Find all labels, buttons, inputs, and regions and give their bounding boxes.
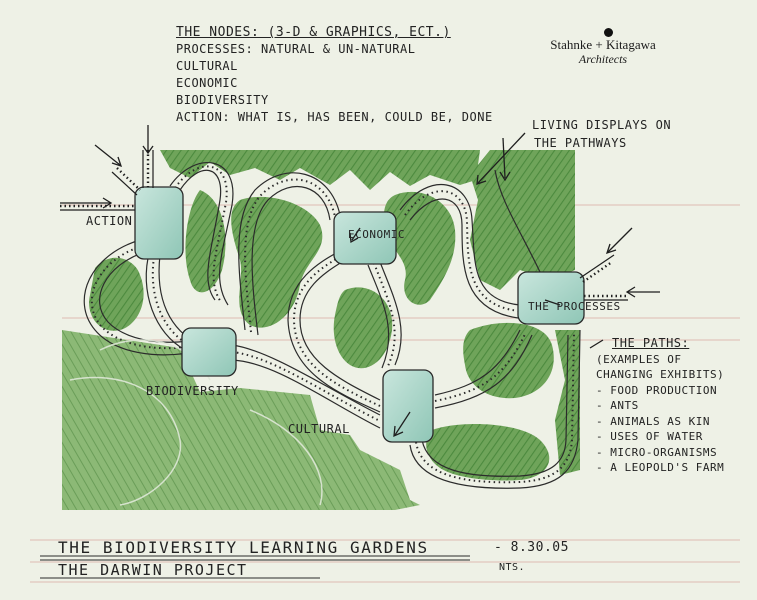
paths-legend: The Paths: (Examples of changing exhibit…	[596, 336, 724, 476]
foliage-center	[231, 196, 323, 328]
notes-line: Action: What is, has been, could be, don…	[176, 110, 493, 124]
path-center-s	[238, 172, 341, 331]
path-cultural-right-2	[434, 334, 533, 409]
paths-line: (Examples of	[596, 352, 682, 366]
foliage-mid	[333, 287, 393, 369]
path-processes-top	[494, 169, 541, 273]
drawing-title: The Biodiversity Learning Gardens	[58, 538, 429, 557]
path-econ-down-2	[367, 264, 390, 369]
foliage-center-right	[383, 191, 456, 305]
entry-stubs	[60, 150, 628, 301]
arrows	[60, 125, 660, 438]
path-bio-right-2	[231, 359, 381, 429]
path-bio-right	[231, 344, 381, 416]
path-cultural-left-2	[287, 251, 381, 413]
path-econ-down	[379, 261, 402, 366]
foliage-areas	[62, 150, 580, 510]
node-processes	[517, 271, 585, 325]
path-cultural-right	[434, 329, 521, 396]
entry-stub-ties	[60, 150, 628, 298]
foliage-left-block	[62, 330, 420, 510]
paths-line: - Animals as kin	[596, 414, 710, 428]
logo-dot-icon	[604, 28, 613, 37]
drawing-scale: NTS.	[499, 562, 526, 573]
nodes-notes: The Nodes: (3-D & Graphics, ect.) Proces…	[176, 24, 493, 126]
node-label-biodiversity: Biodiversity	[146, 384, 239, 398]
firm-subtitle: Architects	[578, 52, 628, 66]
node-biodiversity	[181, 327, 237, 377]
paths-line: - Micro-organisms	[596, 445, 718, 459]
node-action	[134, 186, 184, 260]
annotation-line: Living Displays on	[532, 118, 672, 132]
path-cultural-left	[299, 259, 381, 401]
living-displays-annotation: Living Displays on the Pathways	[532, 116, 671, 152]
title-block: The Biodiversity Learning Gardens The Da…	[58, 538, 429, 580]
path-bottom-loop-2	[421, 334, 569, 477]
title-rules	[40, 555, 470, 579]
foliage-bottom	[426, 424, 550, 481]
path-top-serp	[179, 169, 222, 301]
nodes	[134, 186, 585, 443]
drawing-date: - 8.30.05	[494, 540, 569, 555]
paths-line: - Uses of Water	[596, 430, 703, 443]
path-action-down-2	[145, 257, 191, 353]
paths-line: - Food Production	[596, 383, 718, 397]
node-label-action: Action	[86, 214, 133, 228]
path-top-serp-2	[169, 162, 234, 306]
drawing-subtitle: The Darwin Project	[58, 561, 248, 579]
path-ties	[90, 165, 575, 484]
foliage-far-right	[555, 330, 580, 475]
foliage-center-left	[185, 190, 226, 293]
foliage-right-top	[470, 150, 575, 290]
annotation-line: the Pathways	[534, 136, 627, 150]
notes-line: Cultural	[176, 59, 238, 73]
notes-line: Biodiversity	[176, 93, 269, 107]
node-economic	[333, 211, 397, 265]
path-loop-outer-inner	[99, 251, 216, 343]
path-bottom-loop	[409, 329, 581, 489]
paths-line: - Ants	[596, 399, 639, 412]
path-econ-right	[399, 183, 521, 306]
path-center-s-2	[251, 185, 331, 336]
path-econ-right-2	[409, 198, 519, 319]
paths-line: - A Leopold's Farm	[596, 461, 725, 474]
node-label-economic: Economic	[348, 228, 405, 241]
node-label-cultural: Cultural	[288, 422, 350, 436]
foliage-top-band	[160, 150, 480, 190]
pathways	[83, 162, 581, 489]
paths-line: changing exhibits)	[596, 368, 725, 381]
foliage-left-hill	[89, 257, 144, 331]
paths-heading: The Paths:	[612, 336, 690, 350]
node-cultural	[382, 369, 434, 443]
firm-name: Stahnke + Kitagawa	[550, 37, 656, 52]
firm-logo: Stahnke + Kitagawa Architects	[528, 28, 678, 66]
notes-line: Processes: Natural & Un-Natural	[176, 42, 416, 56]
notes-heading: The Nodes: (3-D & Graphics, ect.)	[176, 25, 451, 40]
path-loop-outer	[83, 239, 221, 356]
node-label-processes: The Processes	[528, 300, 621, 313]
notes-line: Economic	[176, 76, 238, 90]
